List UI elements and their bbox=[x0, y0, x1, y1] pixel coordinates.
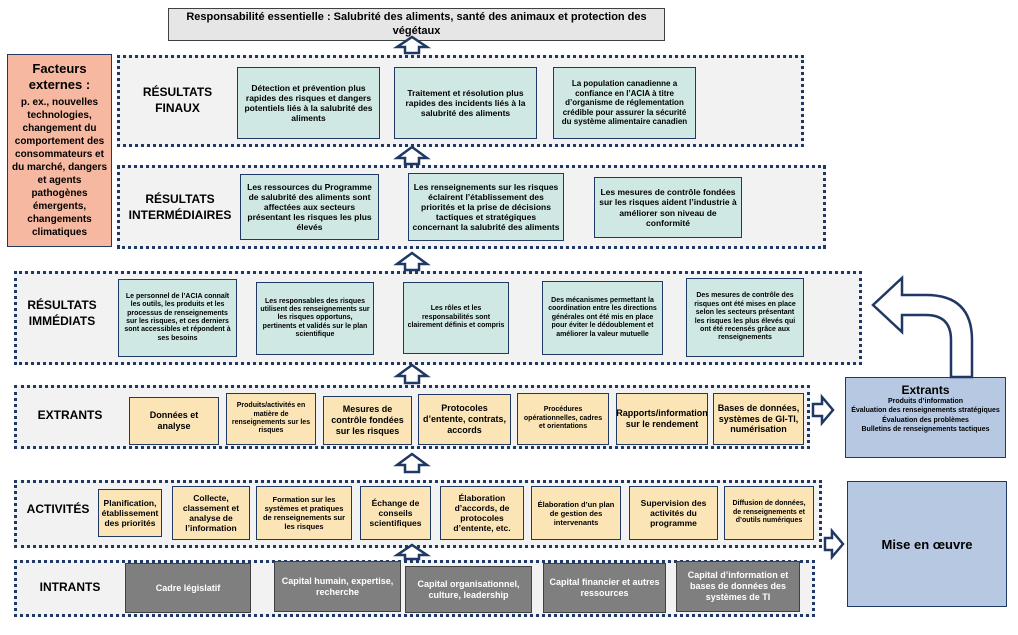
immediate-result-box: Des mécanismes permettant la coordinatio… bbox=[542, 281, 663, 355]
right-arrow-icon bbox=[823, 527, 845, 561]
output-box: Rapports/information sur le rendement bbox=[616, 393, 708, 445]
immediate-results-label: RÉSULTATS IMMÉDIATS bbox=[27, 297, 97, 328]
activity-box: Diffusion de données, de renseignements … bbox=[724, 486, 814, 540]
activity-box: Élaboration d’un plan de gestion des int… bbox=[531, 486, 621, 540]
up-arrow-icon bbox=[393, 363, 431, 385]
intermediate-results-label: RÉSULTATS INTERMÉDIAIRES bbox=[128, 191, 232, 222]
right-arrow-icon bbox=[811, 393, 835, 427]
immediate-result-box: Les responsables des risques utilisent d… bbox=[256, 282, 374, 355]
immediate-result-box: Le personnel de l’ACIA connaît les outil… bbox=[118, 279, 237, 357]
inputs-label: INTRANTS bbox=[39, 579, 101, 594]
output-box: Bases de données, systèmes de GI-TI, num… bbox=[713, 393, 804, 445]
output-box: Procédures opérationnelles, cadres et or… bbox=[517, 393, 609, 445]
curved-return-arrow-icon bbox=[871, 275, 974, 379]
input-box: Cadre législatif bbox=[125, 563, 251, 613]
up-arrow-icon bbox=[393, 452, 431, 474]
output-box: Données et analyse bbox=[129, 397, 219, 445]
up-arrow-icon bbox=[393, 145, 431, 166]
right-outputs-title: Extrants bbox=[901, 383, 950, 397]
intermediate-result-box: Les renseignements sur les risques éclai… bbox=[408, 173, 564, 241]
input-box: Capital organisationnel, culture, leader… bbox=[405, 566, 532, 613]
input-box: Capital humain, expertise, recherche bbox=[274, 561, 401, 612]
external-factors-box: Facteurs externes : p. ex., nouvelles te… bbox=[7, 54, 112, 247]
final-result-box: Détection et prévention plus rapides des… bbox=[237, 67, 380, 139]
output-box: Mesures de contrôle fondées sur les risq… bbox=[323, 396, 412, 445]
page-title: Responsabilité essentielle : Salubrité d… bbox=[168, 8, 665, 41]
output-box: Produits/activités en matière de renseig… bbox=[226, 393, 316, 445]
input-box: Capital d’information et bases de donnée… bbox=[676, 561, 800, 612]
final-result-box: La population canadienne a confiance en … bbox=[553, 67, 696, 139]
activity-box: Planification, établissement des priorit… bbox=[98, 489, 162, 537]
output-box: Protocoles d’entente, contrats, accords bbox=[418, 394, 511, 445]
up-arrow-icon bbox=[392, 543, 432, 561]
final-result-box: Traitement et résolution plus rapides de… bbox=[394, 67, 537, 139]
external-factors-text: p. ex., nouvelles technologies, changeme… bbox=[11, 96, 108, 238]
right-outputs-item: Évaluation des problèmes bbox=[882, 416, 969, 424]
right-outputs-panel: Extrants Produits d’information Évaluati… bbox=[845, 377, 1006, 458]
right-outputs-item: Bulletins de renseignements tactiques bbox=[861, 425, 990, 433]
activity-box: Élaboration d’accords, de protocoles d’e… bbox=[440, 486, 524, 540]
activity-box: Collecte, classement et analyse de l’inf… bbox=[172, 486, 250, 540]
intermediate-result-box: Les ressources du Programme de salubrité… bbox=[240, 174, 379, 240]
outputs-label: EXTRANTS bbox=[37, 407, 103, 422]
up-arrow-icon bbox=[392, 35, 432, 55]
activity-box: Échange de conseils scientifiques bbox=[360, 486, 431, 540]
immediate-result-box: Les rôles et les responsabilités sont cl… bbox=[403, 282, 509, 354]
up-arrow-icon bbox=[393, 251, 431, 272]
activity-box: Supervision des activités du programme bbox=[629, 486, 718, 540]
implementation-label: Mise en œuvre bbox=[881, 536, 973, 552]
activities-label: ACTIVITÉS bbox=[26, 501, 90, 516]
immediate-result-box: Des mesures de contrôle des risques ont … bbox=[686, 278, 804, 357]
activity-box: Formation sur les systèmes et pratiques … bbox=[256, 486, 352, 540]
final-results-label: RÉSULTATS FINAUX bbox=[142, 84, 213, 115]
intermediate-result-box: Les mesures de contrôle fondées sur les … bbox=[594, 177, 742, 238]
right-outputs-item: Évaluation des renseignements stratégiqu… bbox=[851, 407, 1000, 415]
external-factors-title: Facteurs externes : bbox=[28, 61, 91, 93]
input-box: Capital financier et autres ressources bbox=[543, 563, 666, 613]
implementation-box: Mise en œuvre bbox=[847, 481, 1007, 607]
right-outputs-item: Produits d’information bbox=[887, 398, 964, 406]
